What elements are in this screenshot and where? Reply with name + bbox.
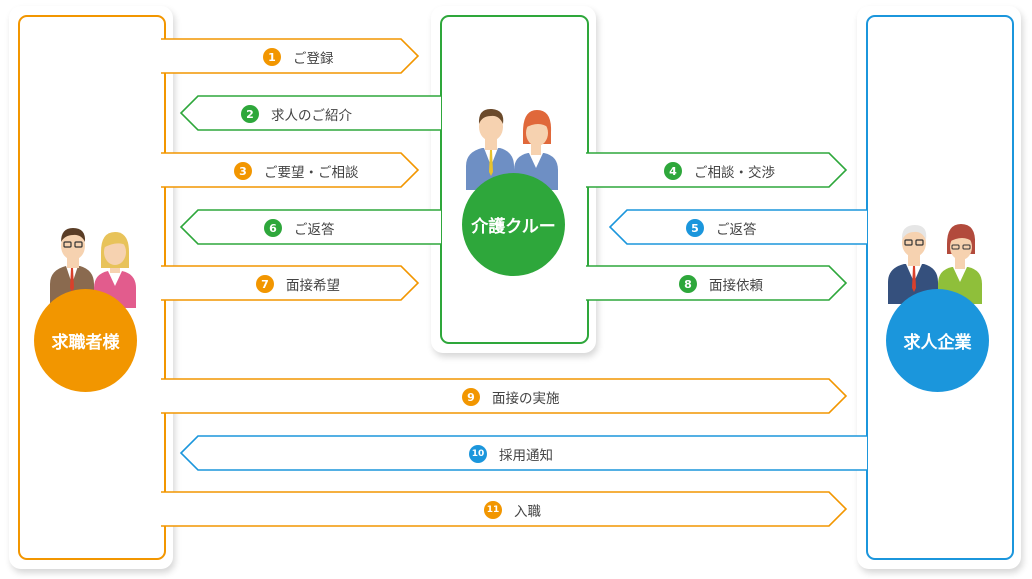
step-text: 求人のご紹介 <box>271 108 352 124</box>
company-node: 求人企業 <box>886 289 989 392</box>
step-number-badge: 4 <box>664 162 682 180</box>
arrow-6 <box>179 209 441 245</box>
step-number-badge: 2 <box>241 105 259 123</box>
step-text: 面接の実施 <box>492 391 560 407</box>
step-text: 面接依頼 <box>709 278 763 294</box>
step-number-badge: 5 <box>686 219 704 237</box>
step-text: ご登録 <box>293 51 334 67</box>
step-number-badge: 3 <box>234 162 252 180</box>
arrow-4 <box>586 152 848 188</box>
step-number-badge: 6 <box>264 219 282 237</box>
step-number-badge: 1 <box>263 48 281 66</box>
agency-people-icon <box>466 108 558 190</box>
agency-node: 介護クルー <box>462 173 565 276</box>
arrow-8 <box>586 265 848 301</box>
step-5-label: 5 ご返答 <box>686 218 757 238</box>
step-number-badge: 8 <box>679 275 697 293</box>
step-10-label: 10 採用通知 <box>469 444 553 464</box>
step-9-label: 9 面接の実施 <box>462 387 560 407</box>
step-7-label: 7 面接希望 <box>256 274 340 294</box>
arrow-5 <box>608 209 867 245</box>
step-2-label: 2 求人のご紹介 <box>241 104 352 124</box>
step-text: ご相談・交渉 <box>694 165 775 181</box>
step-3-label: 3 ご要望・ご相談 <box>234 161 359 181</box>
step-number-badge: 10 <box>469 445 487 463</box>
step-number-badge: 7 <box>256 275 274 293</box>
company-people-icon <box>888 224 982 304</box>
step-text: ご返答 <box>294 222 335 238</box>
step-1-label: 1 ご登録 <box>263 47 334 67</box>
arrow-7 <box>161 265 420 301</box>
seeker-people-icon <box>50 228 136 308</box>
step-text: 面接希望 <box>286 278 340 294</box>
step-number-badge: 11 <box>484 501 502 519</box>
step-11-label: 11 入職 <box>484 500 541 520</box>
step-4-label: 4 ご相談・交渉 <box>664 161 775 181</box>
arrow-11 <box>161 491 848 527</box>
step-6-label: 6 ご返答 <box>264 218 335 238</box>
arrow-10 <box>179 435 867 471</box>
arrow-1 <box>161 38 420 74</box>
step-text: 入職 <box>514 504 541 520</box>
arrow-3 <box>161 152 420 188</box>
step-8-label: 8 面接依頼 <box>679 274 763 294</box>
step-text: ご要望・ご相談 <box>264 165 359 181</box>
seeker-node: 求職者様 <box>34 289 137 392</box>
step-number-badge: 9 <box>462 388 480 406</box>
step-text: ご返答 <box>716 222 757 238</box>
arrow-9 <box>161 378 848 414</box>
step-text: 採用通知 <box>499 448 553 464</box>
